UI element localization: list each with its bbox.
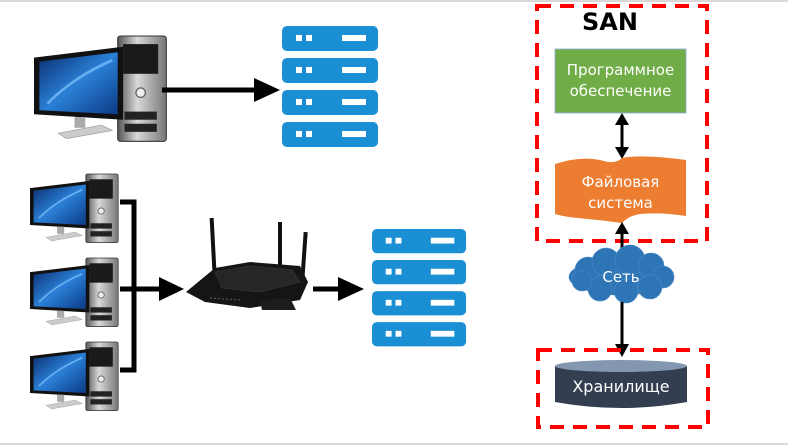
storage-cylinder-icon <box>555 360 687 408</box>
arrow-router-to-server <box>313 277 364 301</box>
storage-boundary <box>536 348 710 429</box>
server-rack-icon <box>282 26 378 147</box>
software-box <box>554 48 687 114</box>
single-pc-icon <box>32 34 168 143</box>
filesystem-label-line2: система <box>588 194 653 212</box>
filesystem-label-line1: Файловая <box>581 173 660 191</box>
san-title: SAN <box>582 8 638 36</box>
desktop-computer-icon <box>29 173 120 244</box>
software-label-line2: обеспечение <box>569 82 672 100</box>
arrow-pc-to-server <box>162 78 280 102</box>
filesystem-box <box>555 156 686 223</box>
top-border-line <box>0 0 788 2</box>
server-rack-icon <box>372 229 467 347</box>
arrow-network-storage <box>615 302 629 357</box>
desktop-computer-icon <box>29 341 120 412</box>
software-label-line1: Программное <box>566 61 675 79</box>
pc-group-bracket <box>120 199 160 373</box>
bottom-border-line <box>0 443 788 445</box>
network-label: Сеть <box>602 268 640 286</box>
arrow-software-filesystem <box>615 113 629 159</box>
desktop-computer-icon <box>29 257 120 328</box>
filesystem-label: Файловая система <box>555 172 686 214</box>
network-cloud-icon <box>568 244 675 304</box>
storage-label: Хранилище <box>572 377 670 396</box>
wifi-router-icon <box>186 217 308 310</box>
software-label: Программное обеспечение <box>555 60 686 102</box>
arrow-to-router <box>159 277 184 301</box>
